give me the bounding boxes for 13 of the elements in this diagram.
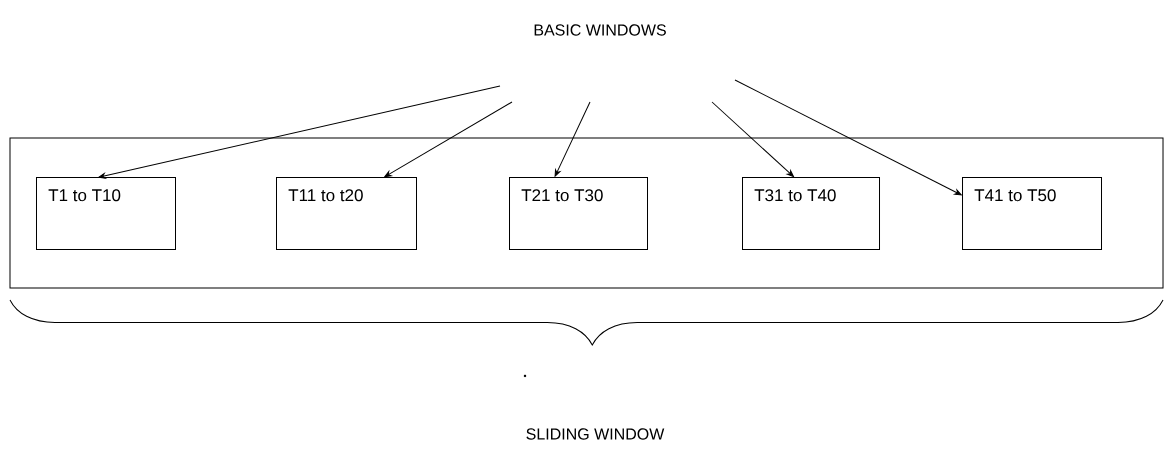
arrow <box>734 79 962 196</box>
arrow <box>384 101 513 178</box>
brace-label: SLIDING WINDOW <box>526 428 665 440</box>
window-band <box>9 137 1164 289</box>
arrow <box>711 101 794 178</box>
window-box: T41 to T50 <box>962 177 1102 250</box>
window-box: T11 to t20 <box>276 177 417 250</box>
arrow <box>554 101 591 177</box>
window-box: T1 to T10 <box>36 177 176 250</box>
window-box: T21 to T30 <box>509 177 648 250</box>
window-box: T31 to T40 <box>742 177 880 250</box>
arrow <box>98 85 501 179</box>
heading-text: BASIC WINDOWS <box>534 24 666 36</box>
